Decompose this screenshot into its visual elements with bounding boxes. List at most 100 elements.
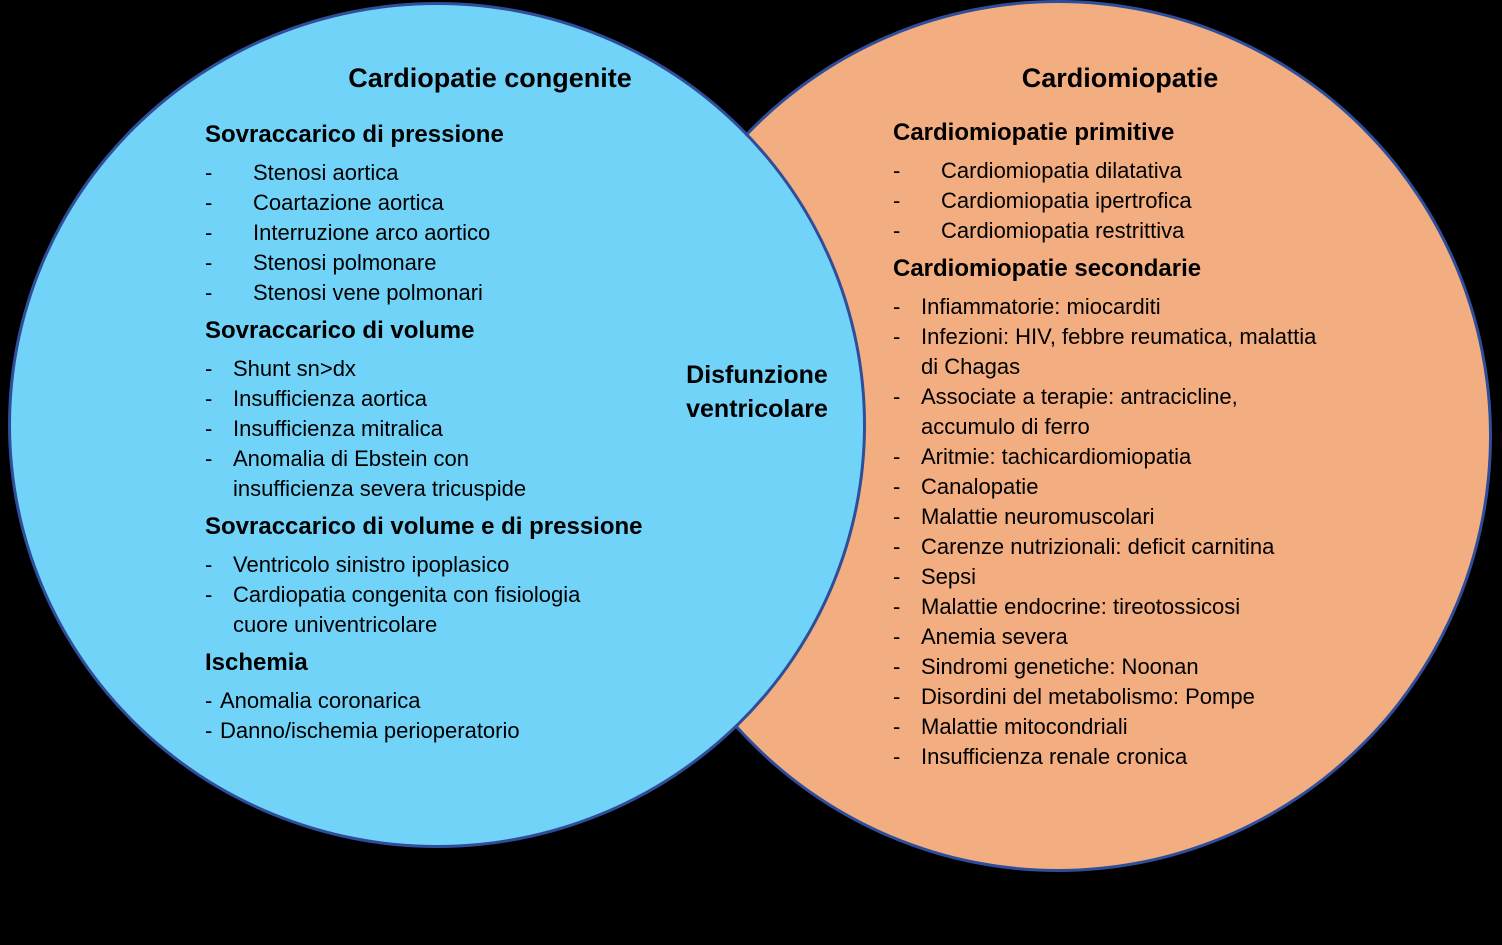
list-item-text: Aritmie: tachicardiomiopatia [921, 444, 1192, 469]
list-item-line: -Infiammatorie: miocarditi [893, 292, 1403, 322]
list-item-line: -Sepsi [893, 562, 1403, 592]
list-item-text: Associate a terapie: antracicline, [921, 384, 1238, 409]
list-item-dash [893, 412, 921, 442]
list-item-line: -Cardiomiopatia ipertrofica [893, 186, 1403, 216]
list-item-text: Anomalia coronarica [220, 688, 421, 713]
list-item-text: Insufficienza aortica [233, 386, 428, 411]
list-item-text: Danno/ischemia perioperatorio [220, 718, 520, 743]
list-item-line: -Shunt sn>dx [205, 354, 695, 384]
right-circle-list: Cardiomiopatie primitive-Cardiomiopatia … [893, 110, 1403, 772]
list-item-text: Anemia severa [921, 624, 1068, 649]
list-item-line: - Stenosi vene polmonari [205, 278, 695, 308]
left-circle-list: Sovraccarico di pressione - Stenosi aortic… [205, 112, 695, 746]
list-item-line: -Associate a terapie: antracicline, [893, 382, 1403, 412]
list-item-text: Sepsi [921, 564, 977, 589]
list-item-text: Infezioni: HIV, febbre reumatica, malatt… [921, 324, 1317, 349]
list-item-line: -Disordini del metabolismo: Pompe [893, 682, 1403, 712]
list-item-dash: - [205, 280, 213, 305]
list-item-dash: - [893, 684, 901, 709]
list-item-dash: - [205, 250, 213, 275]
list-item-line: -Malattie neuromuscolari [893, 502, 1403, 532]
list-item-text: cuore univentricolare [233, 612, 438, 637]
list-item-text: Stenosi vene polmonari [253, 280, 483, 305]
list-item-dash: - [205, 718, 213, 743]
list-item-line: -Cardiopatia congenita con fisiologia [205, 580, 695, 610]
list-item-line: -Insufficienza renale cronica [893, 742, 1403, 772]
list-item-line: -Canalopatie [893, 472, 1403, 502]
list-item-line: -Anomalia coronarica [205, 686, 695, 716]
list-item-text: accumulo di ferro [921, 414, 1090, 439]
list-item-text: Malattie neuromuscolari [921, 504, 1155, 529]
list-item-line: -Infezioni: HIV, febbre reumatica, malat… [893, 322, 1403, 352]
venn-circle-cardiopatie-congenite [8, 2, 866, 848]
left-circle-title: Cardiopatie congenite [348, 63, 632, 93]
list-item-line: -Sindromi genetiche: Noonan [893, 652, 1403, 682]
section-heading: Ischemia [205, 649, 308, 676]
section-heading: Sovraccarico di pressione [205, 121, 504, 148]
list-item-dash: - [893, 294, 901, 319]
section-heading: Cardiomiopatie primitive [893, 119, 1175, 146]
list-item-line: -Ventricolo sinistro ipoplasico [205, 550, 695, 580]
list-item-line: -Anomalia di Ebstein con [205, 444, 695, 474]
list-item-text: Anomalia di Ebstein con [233, 446, 470, 471]
list-item-dash: - [205, 582, 213, 607]
list-item-text: Infiammatorie: miocarditi [921, 294, 1161, 319]
list-item-text: Stenosi polmonare [253, 250, 437, 275]
list-item-text: Interruzione arco aortico [253, 220, 491, 245]
list-item-text: di Chagas [921, 354, 1021, 379]
list-item-text: Insufficienza mitralica [233, 416, 443, 441]
list-item-dash: - [893, 654, 901, 679]
overlap-label: Disfunzione ventricolare [637, 358, 877, 426]
list-item-dash: - [205, 220, 213, 245]
list-item-line: -Malattie mitocondriali [893, 712, 1403, 742]
section-heading: Sovraccarico di volume [205, 317, 475, 344]
list-item-text: Malattie mitocondriali [921, 714, 1128, 739]
list-item-dash: - [205, 446, 213, 471]
list-item-text: Sindromi genetiche: Noonan [921, 654, 1199, 679]
list-item-text: Coartazione aortica [253, 190, 444, 215]
list-item-line: insufficienza severa tricuspide [205, 474, 695, 504]
list-item-line: -Anemia severa [893, 622, 1403, 652]
list-item-text: Insufficienza renale cronica [921, 744, 1188, 769]
list-item-line: -Cardiomiopatia dilatativa [893, 156, 1403, 186]
list-item-text: Cardiomiopatia restrittiva [941, 218, 1185, 243]
list-item-text: Disordini del metabolismo: Pompe [921, 684, 1255, 709]
list-item-dash: - [893, 504, 901, 529]
list-item-dash [893, 352, 921, 382]
list-item-dash: - [205, 160, 213, 185]
list-item-dash: - [205, 386, 213, 411]
list-item-line: - Stenosi polmonare [205, 248, 695, 278]
list-item-dash: - [893, 324, 901, 349]
list-item-line: -Malattie endocrine: tireotossicosi [893, 592, 1403, 622]
list-item-text: Cardiomiopatia dilatativa [941, 158, 1182, 183]
list-item-dash: - [893, 624, 901, 649]
list-item-text: Canalopatie [921, 474, 1039, 499]
list-item-text: Stenosi aortica [253, 160, 399, 185]
list-item-dash: - [893, 564, 901, 589]
list-item-dash: - [893, 474, 901, 499]
list-item-text: Ventricolo sinistro ipoplasico [233, 552, 510, 577]
list-item-dash: - [893, 534, 901, 559]
section-heading: Sovraccarico di volume e di pressione [205, 513, 643, 540]
list-item-dash: - [893, 744, 901, 769]
list-item-text: Carenze nutrizionali: deficit carnitina [921, 534, 1275, 559]
list-item-line: -Insufficienza aortica [205, 384, 695, 414]
list-item-line: -Aritmie: tachicardiomiopatia [893, 442, 1403, 472]
list-item-dash: - [205, 552, 213, 577]
list-item-dash: - [893, 714, 901, 739]
list-item-dash: - [205, 688, 213, 713]
list-item-line: di Chagas [893, 352, 1403, 382]
list-item-dash: - [205, 356, 213, 381]
list-item-dash [205, 610, 233, 640]
list-item-line: -Cardiomiopatia restrittiva [893, 216, 1403, 246]
list-item-line: -Carenze nutrizionali: deficit carnitina [893, 532, 1403, 562]
list-item-dash [205, 474, 233, 504]
list-item-dash: - [893, 444, 901, 469]
list-item-dash: - [893, 384, 901, 409]
list-item-line: cuore univentricolare [205, 610, 695, 640]
list-item-text: Cardiopatia congenita con fisiologia [233, 582, 581, 607]
section-heading: Cardiomiopatie secondarie [893, 255, 1202, 282]
list-item-line: - Interruzione arco aortico [205, 218, 695, 248]
list-item-line: -Insufficienza mitralica [205, 414, 695, 444]
